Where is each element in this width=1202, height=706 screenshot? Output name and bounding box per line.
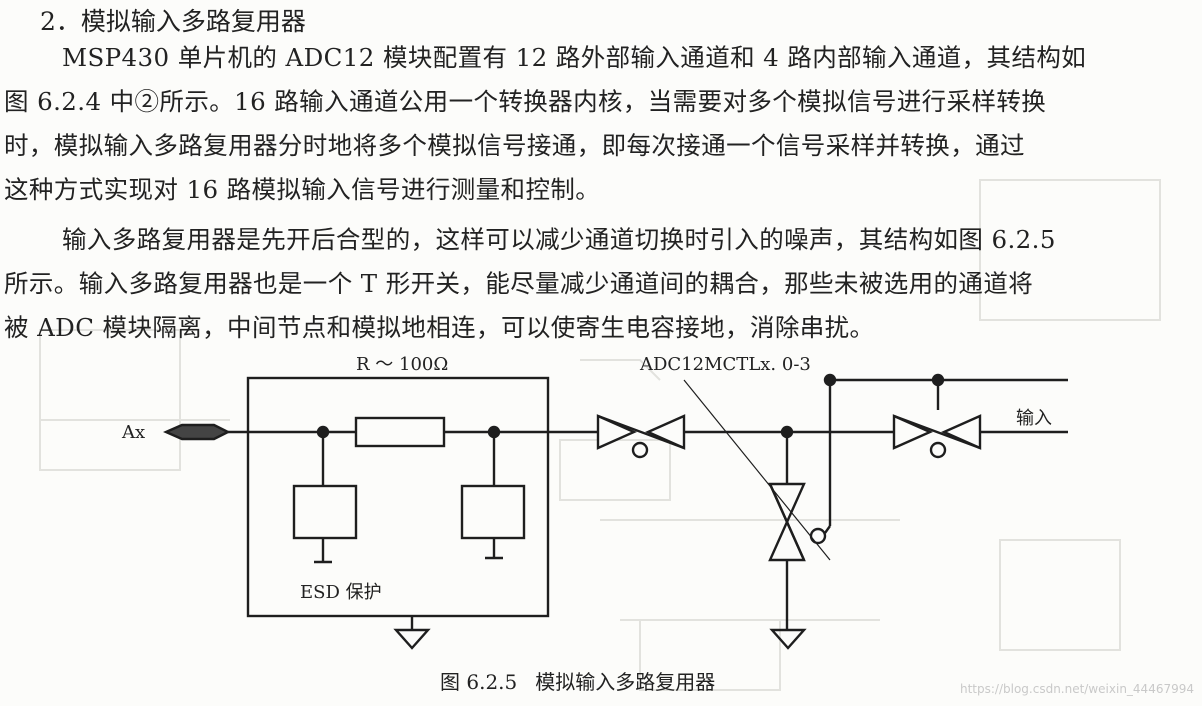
switch-1: [596, 414, 637, 450]
resistor-label: R ～ 100Ω: [356, 354, 449, 375]
section-heading: 2．模拟输入多路复用器: [40, 7, 306, 36]
shunt-ground-symbol: [769, 628, 807, 650]
esd-label: ESD 保护: [300, 582, 382, 603]
switch-shunt: [768, 482, 806, 525]
pin-label: Ax: [122, 422, 146, 443]
switch-2: [892, 414, 933, 450]
box-ground-symbol: [393, 628, 431, 650]
paragraph1-line: 这种方式实现对 16 路模拟输入信号进行测量和控制。: [4, 175, 601, 204]
input-pin-diamond: [163, 423, 231, 441]
esd-diode-left: [292, 484, 358, 540]
input-label: 输入: [1016, 408, 1052, 429]
caption-number: 图 6.2.5: [440, 670, 518, 694]
series-resistor: [354, 416, 446, 448]
control-label: ADC12MCTLx. 0-3: [640, 354, 811, 375]
paragraph2-line: 被 ADC 模块隔离，中间节点和模拟地相连，可以使寄生电容接地，消除串扰。: [4, 313, 875, 342]
esd-protection-box: [246, 376, 550, 618]
watermark: https://blog.csdn.net/weixin_44467994: [959, 682, 1194, 696]
paragraph2-line: 所示。输入多路复用器也是一个 T 形开关，能尽量减少通道间的耦合，那些未被选用的…: [4, 269, 1034, 298]
paragraph1-line: MSP430 单片机的 ADC12 模块配置有 12 路外部输入通道和 4 路内…: [62, 43, 1087, 72]
paragraph1-line: 时，模拟输入多路复用器分时地将多个模拟信号接通，即每次接通一个信号采样并转换，通…: [4, 131, 1025, 160]
paragraph2-line: 输入多路复用器是先开后合型的，这样可以减少通道切换时引入的噪声，其结构如图 6.…: [62, 225, 1056, 254]
paragraph1-line: 图 6.2.4 中②所示。16 路输入通道公用一个转换器内核，当需要对多个模拟信…: [4, 87, 1047, 116]
esd-diode-right: [460, 484, 526, 540]
figure-caption: 图 6.2.5 模拟输入多路复用器: [440, 666, 715, 695]
caption-title: 模拟输入多路复用器: [535, 670, 716, 694]
